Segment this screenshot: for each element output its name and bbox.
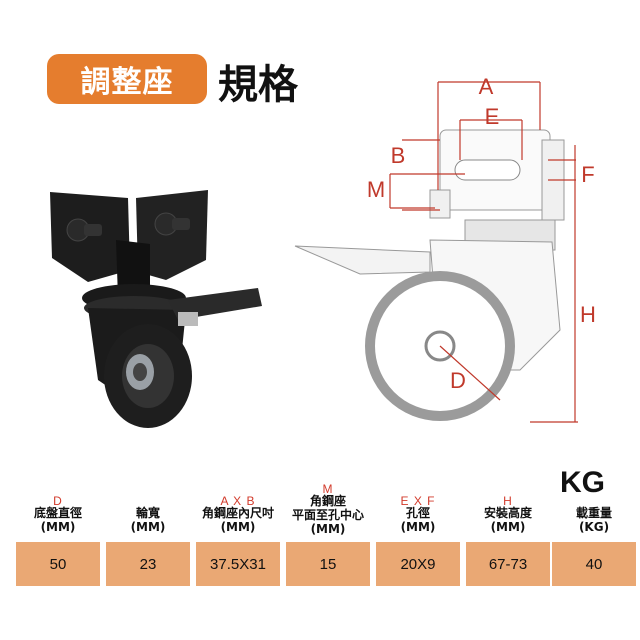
spec-head: 角鋼座平面至孔中心(MM) — [291, 494, 364, 536]
spec-code: E X F — [400, 494, 436, 508]
spec-value: 20X9 — [376, 542, 460, 586]
spec-column-axb: A X B 角鋼座內尺吋(MM) 37.5X31 — [196, 494, 280, 594]
spec-code: H — [503, 494, 513, 508]
spec-head: 載重量(KG) — [575, 506, 612, 534]
spec-value: 15 — [286, 542, 370, 586]
unit-kg: KG — [560, 466, 605, 499]
spec-column-width: 輪寬(MM) 23 — [106, 494, 190, 594]
spec-value: 50 — [16, 542, 100, 586]
page-title: 規格 — [218, 62, 298, 108]
spec-code: D — [53, 494, 63, 508]
spec-code: M — [322, 482, 334, 496]
spec-column-exf: E X F 孔徑(MM) 20X9 — [376, 494, 460, 594]
dimension-diagram: A E B M F H D — [294, 74, 596, 423]
spec-code: A X B — [220, 494, 256, 508]
spec-head: 角鋼座內尺吋(MM) — [201, 506, 274, 534]
spec-value: 23 — [106, 542, 190, 586]
spec-value: 67-73 — [466, 542, 550, 586]
spec-value: 40 — [552, 542, 636, 586]
label-h: H — [580, 302, 596, 327]
title-badge: 調整座 — [47, 54, 207, 104]
label-e: E — [485, 104, 500, 129]
label-a: A — [479, 74, 494, 99]
spec-column-load: 載重量(KG) 40 — [552, 494, 636, 594]
spec-head: 孔徑(MM) — [400, 506, 436, 534]
label-d: D — [450, 368, 466, 393]
label-m: M — [367, 177, 385, 202]
label-f: F — [581, 162, 594, 187]
spec-head: 底盤直徑(MM) — [33, 506, 82, 534]
caster-photo — [50, 190, 262, 428]
spec-head: 輪寬(MM) — [130, 506, 166, 534]
spec-column-d: D 底盤直徑(MM) 50 — [16, 494, 100, 594]
spec-column-h: H 安裝高度(MM) 67-73 — [466, 494, 550, 594]
spec-value: 37.5X31 — [196, 542, 280, 586]
label-b: B — [391, 143, 406, 168]
spec-head: 安裝高度(MM) — [483, 506, 532, 534]
spec-table: D 底盤直徑(MM) 50 輪寬(MM) 23 A X B 角鋼座內尺吋(MM)… — [12, 482, 636, 594]
spec-column-m: M 角鋼座平面至孔中心(MM) 15 — [286, 482, 370, 594]
